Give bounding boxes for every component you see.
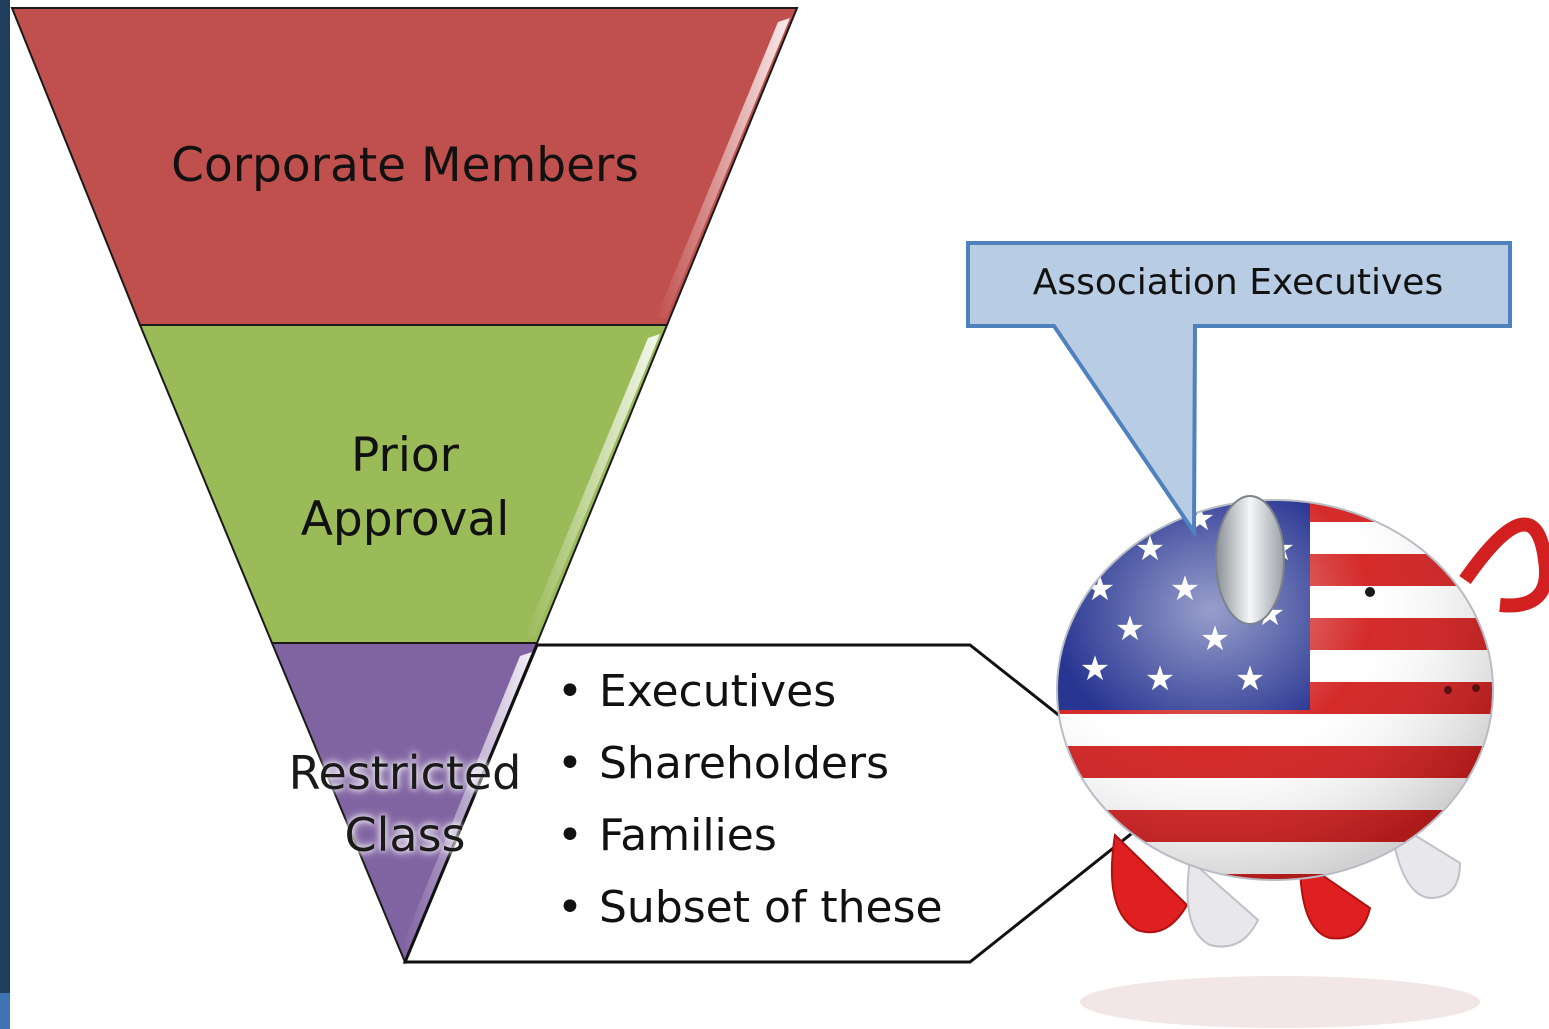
- bullet-icon: •: [557, 882, 583, 933]
- class-list-callout-shape: [402, 643, 1173, 964]
- funnel-gloss-bottom: [402, 652, 532, 950]
- list-item: • Shareholders: [557, 734, 943, 806]
- list-item-text: Shareholders: [599, 738, 890, 789]
- funnel-label-restricted-class: Restricted Class: [250, 742, 560, 866]
- class-list: • Executives • Shareholders • Families • Sub…: [557, 662, 943, 950]
- association-callout-shape: [966, 241, 1512, 539]
- funnel-label-corporate-members: Corporate Members: [171, 138, 639, 193]
- funnel-label-line: Prior: [351, 428, 459, 483]
- funnel-label-line: Class: [344, 808, 466, 862]
- list-item: • Families: [557, 806, 943, 878]
- list-item-text: Executives: [599, 666, 837, 717]
- funnel-gloss-middle: [525, 334, 660, 636]
- piggy-bank-icon: ★★★ ★★★ ★★★ ★★★ ★: [1056, 495, 1549, 1028]
- list-item-text: Families: [599, 810, 777, 861]
- funnel-label-line: Approval: [300, 492, 510, 547]
- list-item: • Subset of these: [557, 878, 943, 950]
- bullet-icon: •: [557, 738, 583, 789]
- list-item-text: Subset of these: [599, 882, 943, 933]
- funnel-label-prior-approval: Prior Approval: [250, 424, 560, 552]
- association-callout-label: Association Executives: [1032, 262, 1444, 303]
- funnel-label-line: Restricted: [288, 746, 522, 800]
- list-item: • Executives: [557, 662, 943, 734]
- funnel-gloss-top: [656, 18, 790, 318]
- bullet-icon: •: [557, 666, 583, 717]
- bullet-icon: •: [557, 810, 583, 861]
- left-edge-bar: [0, 0, 10, 1029]
